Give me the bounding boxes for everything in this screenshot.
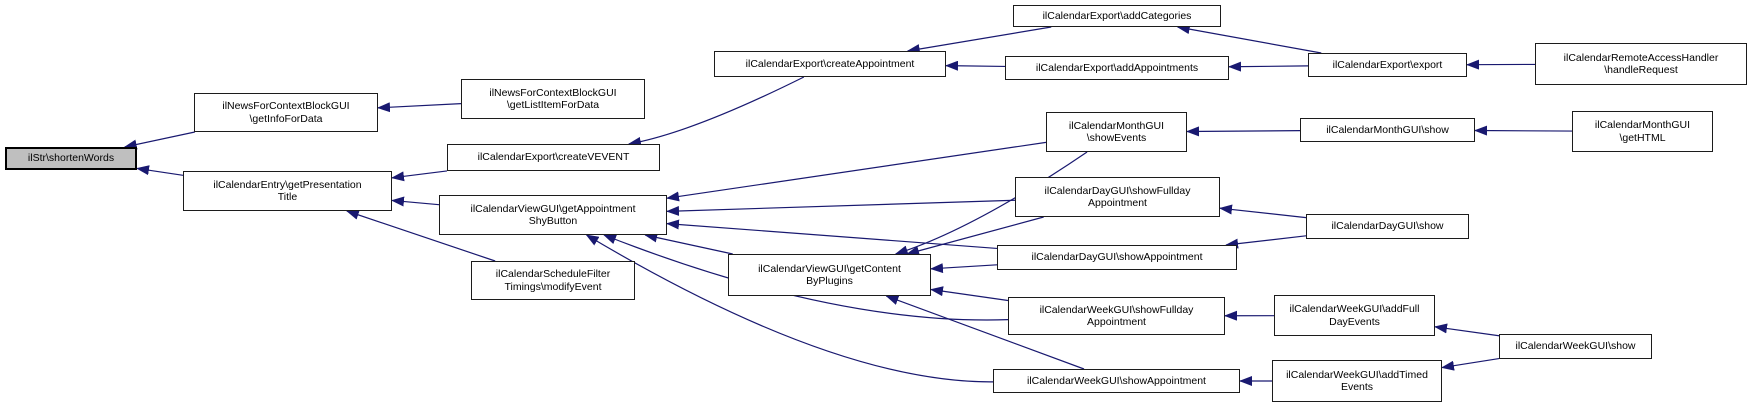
node-label: Appointment xyxy=(1087,316,1146,328)
graph-edge-vevent-to-pres xyxy=(391,170,448,182)
node-label: ilCalendarExport\createVEVENT xyxy=(477,151,630,164)
node-label: ilCalendarScheduleFilter xyxy=(495,268,611,280)
graph-node-wshow[interactable]: ilCalendarWeekGUI\show xyxy=(1499,334,1652,359)
graph-edge-wapp-to-plugins xyxy=(885,295,1085,370)
node-label: Events xyxy=(1340,381,1374,393)
node-label: Title xyxy=(277,191,298,203)
node-label: ilCalendarWeekGUI\showFullday xyxy=(1039,303,1194,316)
graph-edge-export-to-addcat xyxy=(1176,24,1322,54)
graph-edge-wapp-to-shy xyxy=(585,234,994,383)
graph-node-shorten: ilStr\shortenWords xyxy=(5,147,137,170)
node-label: ByPlugins xyxy=(806,275,853,287)
node-label: Timings\modifyEvent xyxy=(504,280,602,293)
node-label: ilCalendarWeekGUI\showAppointment xyxy=(1027,374,1206,387)
graph-node-dapp[interactable]: ilCalendarDayGUI\showAppointment xyxy=(997,245,1237,270)
graph-edge-createapp-to-vevent xyxy=(627,76,805,147)
node-label: ilCalendarMonthGUI xyxy=(1594,119,1691,131)
node-label: ilCalendarMonthGUI\show xyxy=(1326,123,1449,136)
graph-edge-info-to-shorten xyxy=(123,131,195,150)
graph-edge-mshowev-to-shy xyxy=(666,141,1047,202)
node-label: ilCalendarExport\createAppointment xyxy=(745,57,915,70)
node-label: ilCalendarWeekGUI\addTimed xyxy=(1286,368,1428,381)
node-label: \handleRequest xyxy=(1604,64,1678,76)
graph-node-info[interactable]: ilNewsForContextBlockGUI\getInfoForData xyxy=(194,93,378,132)
node-label: ilCalendarExport\addCategories xyxy=(1042,9,1192,22)
graph-edge-plugins-to-shy xyxy=(644,232,733,255)
graph-node-addapp[interactable]: ilCalendarExport\addAppointments xyxy=(1005,56,1229,80)
node-label: ilCalendarViewGUI\getAppointment xyxy=(470,202,636,215)
node-label: ilNewsForContextBlockGUI xyxy=(489,86,617,99)
node-label: ilCalendarDayGUI\show xyxy=(1331,220,1444,233)
graph-edge-mshow-to-mshowev xyxy=(1186,126,1301,137)
graph-node-createapp[interactable]: ilCalendarExport\createAppointment xyxy=(714,51,946,77)
node-label: ilCalendarExport\export xyxy=(1332,58,1443,71)
graph-node-mshow[interactable]: ilCalendarMonthGUI\show xyxy=(1300,118,1475,142)
graph-edge-wfull-to-plugins xyxy=(930,286,1009,302)
node-label: ilStr\shortenWords xyxy=(27,152,115,165)
graph-edge-shy-to-pres xyxy=(391,196,440,207)
node-label: Appointment xyxy=(1088,197,1147,209)
node-label: ilCalendarMonthGUI xyxy=(1068,119,1165,132)
graph-edge-export-to-addapp xyxy=(1228,61,1309,72)
graph-node-dshow[interactable]: ilCalendarDayGUI\show xyxy=(1306,214,1469,239)
graph-node-handle[interactable]: ilCalendarRemoteAccessHandler\handleRequ… xyxy=(1535,43,1747,85)
node-label: ShyButton xyxy=(528,215,578,227)
graph-edge-dshow-to-dapp xyxy=(1225,235,1307,249)
graph-edge-dshow-to-dfull xyxy=(1219,204,1307,219)
node-label: \showEvents xyxy=(1086,132,1147,144)
graph-node-wapp[interactable]: ilCalendarWeekGUI\showAppointment xyxy=(993,369,1240,393)
node-label: \getInfoForData xyxy=(249,112,323,125)
node-label: ilCalendarDayGUI\showFullday xyxy=(1044,184,1191,197)
node-label: ilCalendarExport\addAppointments xyxy=(1035,61,1199,74)
graph-node-export[interactable]: ilCalendarExport\export xyxy=(1308,53,1467,77)
graph-edge-listitem-to-info xyxy=(377,102,462,113)
graph-edge-dfull-to-shy xyxy=(666,199,1016,216)
graph-edge-pres-to-shorten xyxy=(136,165,184,176)
node-label: ilCalendarRemoteAccessHandler xyxy=(1563,51,1719,64)
graph-edge-wfull-to-shy xyxy=(603,234,1009,321)
node-label: ilCalendarEntry\getPresentation xyxy=(213,178,362,191)
node-label: \getListItemForData xyxy=(506,99,600,111)
graph-node-listitem[interactable]: ilNewsForContextBlockGUI\getListItemForD… xyxy=(461,79,645,119)
graph-edge-mgethtml-to-mshow xyxy=(1474,125,1573,136)
graph-edge-addapp-to-createapp xyxy=(945,60,1006,71)
node-label: ilCalendarWeekGUI\show xyxy=(1515,340,1636,353)
graph-node-vevent[interactable]: ilCalendarExport\createVEVENT xyxy=(447,144,660,171)
graph-edge-wshow-to-waddfull xyxy=(1434,323,1500,337)
graph-node-addcat[interactable]: ilCalendarExport\addCategories xyxy=(1013,5,1221,27)
node-label: ilNewsForContextBlockGUI xyxy=(222,100,350,112)
node-label: ilCalendarDayGUI\showAppointment xyxy=(1031,251,1203,264)
graph-edge-addcat-to-createapp xyxy=(906,26,1052,54)
graph-edge-dapp-to-shy xyxy=(666,219,998,250)
node-label: ilCalendarViewGUI\getContent xyxy=(758,262,901,275)
graph-edge-modify-to-pres xyxy=(345,210,496,262)
graph-edge-dapp-to-plugins xyxy=(930,263,998,274)
graph-edge-wshow-to-waddtimed xyxy=(1441,357,1500,371)
graph-node-mgethtml[interactable]: ilCalendarMonthGUI\getHTML xyxy=(1572,111,1713,152)
node-label: DayEvents xyxy=(1329,315,1380,328)
node-label: \getHTML xyxy=(1619,131,1666,144)
graph-edge-dfull-to-plugins xyxy=(906,216,1044,256)
graph-node-mshowev[interactable]: ilCalendarMonthGUI\showEvents xyxy=(1046,112,1187,152)
node-label: ilCalendarWeekGUI\addFull xyxy=(1289,303,1420,315)
